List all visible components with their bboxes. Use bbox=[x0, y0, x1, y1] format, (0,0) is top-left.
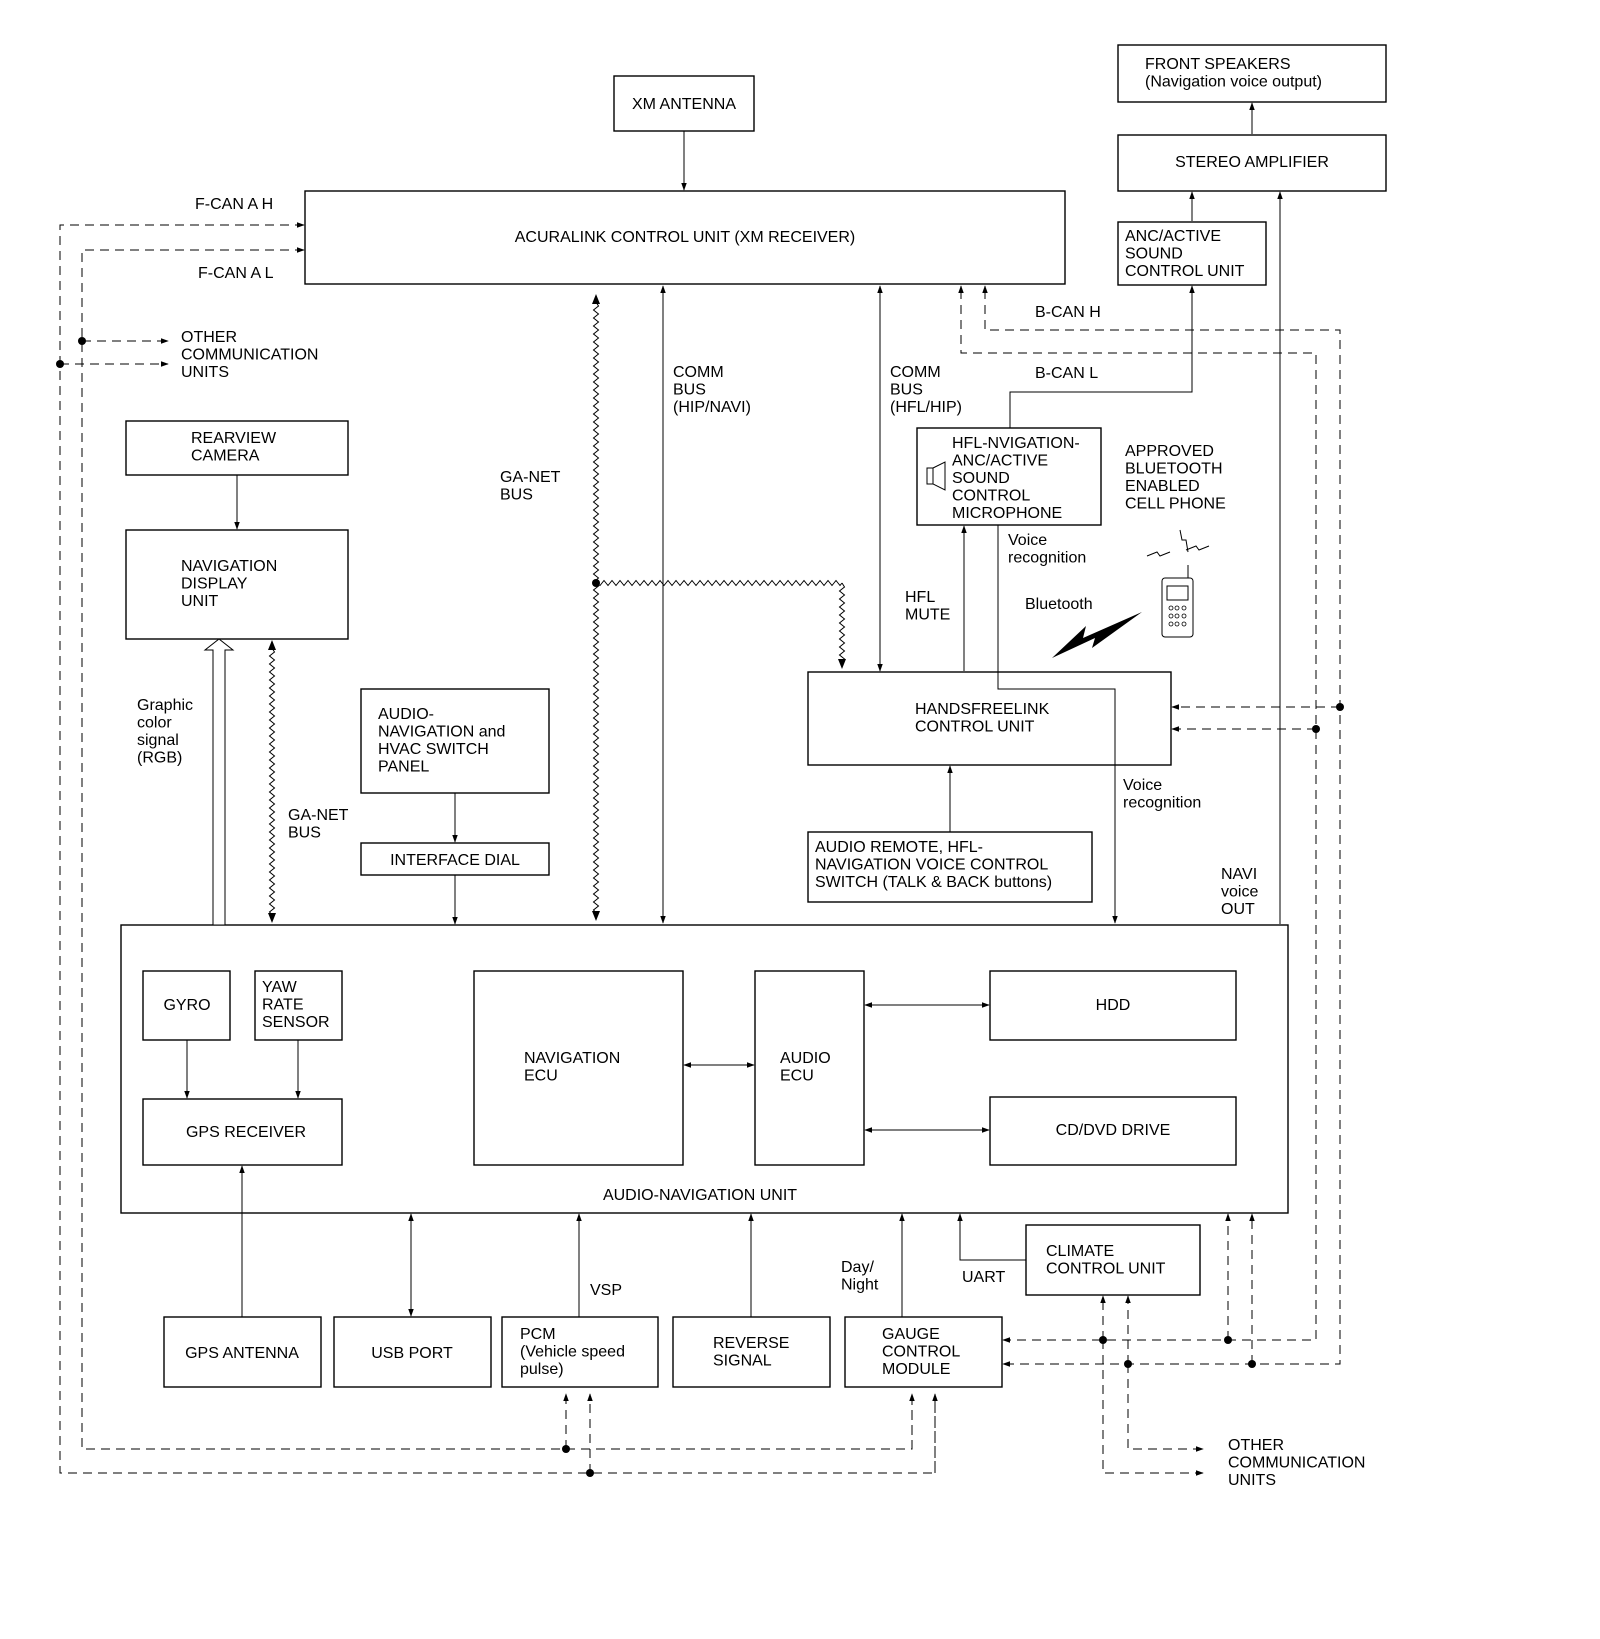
front-speakers-box: FRONT SPEAKERS(Navigation voice output) bbox=[1117, 44, 1387, 103]
solid-connections bbox=[184, 102, 1283, 1317]
antenna-signal-icon bbox=[1146, 529, 1210, 557]
gyro-label: GYRO bbox=[163, 997, 210, 1014]
bluetooth-label: Bluetooth bbox=[1025, 596, 1093, 613]
day-night-label: Day/Night bbox=[841, 1259, 879, 1294]
uart-label: UART bbox=[962, 1269, 1005, 1286]
interface-dial-label: INTERFACE DIAL bbox=[390, 852, 520, 869]
can-bus-dashed-lines bbox=[56, 222, 1344, 1477]
audio-navigation-unit-box: AUDIO-NAVIGATION UNIT bbox=[120, 924, 1289, 1214]
cd-dvd-drive-label: CD/DVD DRIVE bbox=[1056, 1122, 1171, 1139]
acuralink-control-unit-label: ACURALINK CONTROL UNIT (XM RECEIVER) bbox=[515, 229, 855, 246]
gps-antenna-box: GPS ANTENNA bbox=[163, 1316, 322, 1388]
stereo-amplifier-box: STEREO AMPLIFIER bbox=[1117, 134, 1387, 192]
hdd-label: HDD bbox=[1096, 997, 1131, 1014]
gps-receiver-box: GPS RECEIVER bbox=[142, 1098, 343, 1166]
cd-dvd-drive-box: CD/DVD DRIVE bbox=[989, 1096, 1237, 1166]
xm-antenna-box: XM ANTENNA bbox=[613, 75, 755, 132]
gps-antenna-label: GPS ANTENNA bbox=[185, 1345, 299, 1362]
stereo-amplifier-label: STEREO AMPLIFIER bbox=[1175, 154, 1329, 171]
f-can-a-h-label: F-CAN A H bbox=[195, 196, 273, 213]
b-can-h-label: B-CAN H bbox=[1035, 304, 1101, 321]
cell-phone-icon bbox=[1161, 565, 1194, 638]
interface-dial-box: INTERFACE DIAL bbox=[360, 842, 550, 876]
speaker-icon bbox=[926, 461, 946, 491]
xm-antenna-label: XM ANTENNA bbox=[632, 96, 736, 113]
vsp-label: VSP bbox=[590, 1282, 622, 1299]
audio-remote-switch-box: AUDIO REMOTE, HFL-NAVIGATION VOICE CONTR… bbox=[807, 831, 1093, 903]
bluetooth-lightning-icon bbox=[1052, 612, 1142, 658]
b-can-l-label: B-CAN L bbox=[1035, 365, 1098, 382]
gyro-box: GYRO bbox=[142, 970, 231, 1041]
ga-net-bus-lines bbox=[268, 294, 846, 923]
front-speakers-label: FRONT SPEAKERS(Navigation voice output) bbox=[1145, 56, 1322, 91]
acuralink-control-unit-box: ACURALINK CONTROL UNIT (XM RECEIVER) bbox=[304, 190, 1066, 285]
audio-navigation-unit-label: AUDIO-NAVIGATION UNIT bbox=[603, 1187, 797, 1204]
f-can-a-l-label: F-CAN A L bbox=[198, 265, 274, 282]
gps-receiver-label: GPS RECEIVER bbox=[186, 1124, 306, 1141]
usb-port-box: USB PORT bbox=[333, 1316, 492, 1388]
usb-port-label: USB PORT bbox=[371, 1345, 453, 1362]
rgb-signal-hollow-arrow bbox=[203, 638, 235, 926]
audio-remote-switch-label: AUDIO REMOTE, HFL-NAVIGATION VOICE CONTR… bbox=[815, 839, 1052, 891]
hdd-box: HDD bbox=[989, 970, 1237, 1041]
